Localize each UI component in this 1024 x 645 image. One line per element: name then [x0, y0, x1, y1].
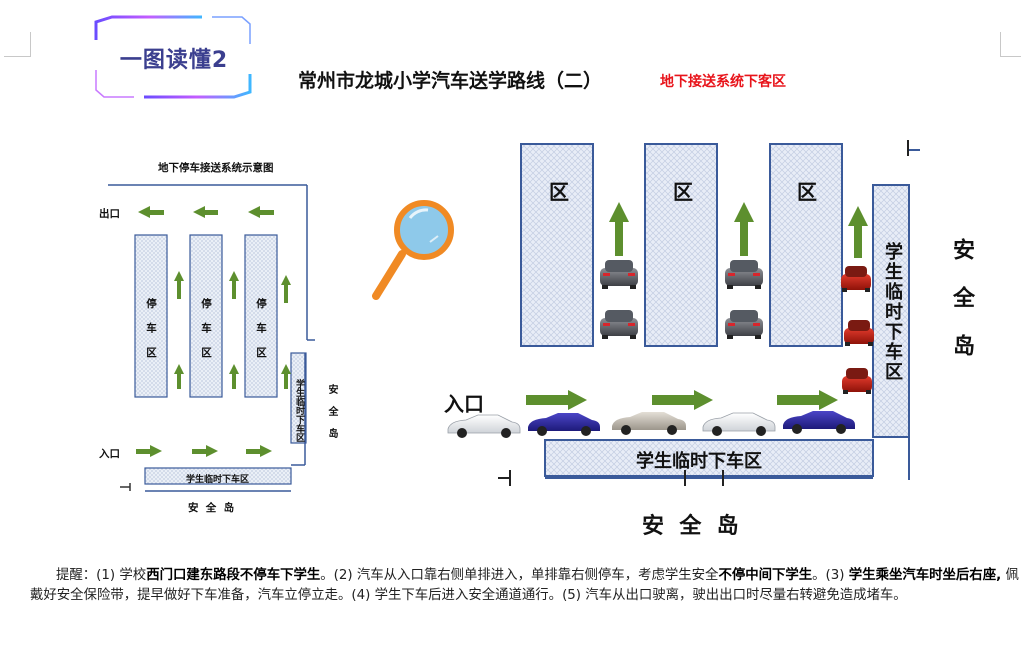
reminder-prefix: 提醒：(1) 学校	[56, 568, 147, 583]
small-parking-label-1: 停车区	[145, 298, 157, 372]
badge-frame	[94, 15, 252, 99]
page-subtitle: 地下接送系统下客区	[660, 74, 786, 90]
large-zone-2	[644, 143, 718, 347]
large-up-arrows	[609, 202, 868, 258]
reminder-bold-1: 西门口建东路段不停车下学生	[146, 568, 321, 583]
reminder-paragraph: 提醒：(1) 学校西门口建东路段不停车下学生。(2) 汽车从入口靠右侧单排进入，…	[30, 566, 1020, 606]
small-parking-strip-1	[134, 234, 168, 398]
large-bottom-dropoff	[544, 439, 874, 477]
large-zone-label-2: 区	[673, 180, 693, 204]
small-parking-strip-3	[244, 234, 278, 398]
crop-mark-top-right	[1000, 32, 1021, 57]
reminder-bold-2: 不停中间下学生	[718, 568, 813, 583]
large-zone-label-3: 区	[797, 180, 817, 204]
large-zone-label-1: 区	[549, 180, 569, 204]
large-entrance-arrows	[526, 390, 838, 410]
small-safety-island-side: 安全岛	[326, 384, 337, 450]
small-diagram-title: 地下停车接送系统示意图	[158, 162, 274, 174]
large-parked-cars	[600, 260, 763, 339]
badge-text: 一图读懂2	[119, 48, 229, 73]
reminder-text-4: 佩戴好安全保险带，提早做好下车准备，汽车立停立走。(4) 学生下车后进入安全通道…	[30, 568, 1019, 603]
large-queue-cars	[447, 411, 855, 438]
large-side-dropoff-label: 学生临时下车区	[882, 242, 903, 382]
crop-mark-top-left	[4, 32, 31, 57]
small-exit-label: 出口	[99, 208, 120, 220]
small-bottom-dropoff	[144, 467, 292, 485]
small-entrance-label: 入口	[99, 448, 120, 460]
magnifier-icon	[372, 200, 454, 300]
large-dropoff-red-cars	[841, 266, 874, 394]
small-safety-island-bottom: 安 全 岛	[188, 502, 235, 514]
large-safety-island-right: 安全岛	[949, 238, 974, 382]
small-parking-strip-2	[189, 234, 223, 398]
small-parking-label-3: 停车区	[255, 298, 267, 372]
small-side-dropoff	[290, 352, 307, 444]
reminder-bold-3: 学生乘坐汽车时坐后右座,	[848, 568, 1002, 583]
small-up-arrows	[174, 271, 291, 389]
reminder-text-2: 。(2) 汽车从入口靠右侧单排进入，单排靠右侧停车，考虑学生安全	[320, 568, 719, 583]
large-side-dropoff	[872, 184, 910, 438]
reminder-text-3: 。(3)	[812, 568, 849, 583]
small-bottom-dropoff-label: 学生临时下车区	[186, 475, 250, 485]
large-entrance-label: 入口	[444, 392, 484, 416]
small-entrance-arrows	[136, 445, 272, 457]
small-exit-arrows	[138, 206, 274, 218]
small-parking-label-2: 停车区	[200, 298, 212, 372]
large-safety-island-bottom: 安 全 岛	[642, 514, 739, 539]
page-title: 常州市龙城小学汽车送学路线（二）	[298, 70, 603, 92]
small-diagram	[108, 184, 315, 492]
large-zone-1	[520, 143, 594, 347]
large-diagram	[447, 140, 920, 486]
small-side-dropoff-label: 学生临时下车区	[294, 379, 304, 442]
large-bottom-dropoff-label: 学生临时下车区	[636, 451, 762, 472]
large-zone-3	[769, 143, 843, 347]
